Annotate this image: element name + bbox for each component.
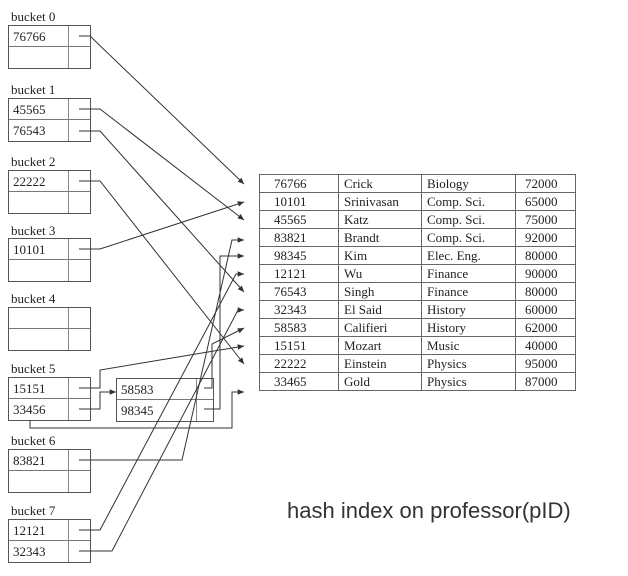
record-salary: 87000 bbox=[515, 372, 576, 391]
record-dept: Finance bbox=[421, 264, 516, 283]
record-name: Mozart bbox=[338, 336, 422, 355]
pointer-22222 bbox=[79, 180, 245, 365]
pointer-76543 bbox=[79, 130, 245, 293]
record-dept: Comp. Sci. bbox=[421, 228, 516, 247]
record-id: 32343 bbox=[259, 300, 339, 319]
pointer-83821 bbox=[79, 237, 244, 461]
bucket-1: 45565 76543 bbox=[8, 98, 91, 142]
bucket-label-6: bucket 6 bbox=[11, 433, 56, 448]
pointer-33465 bbox=[29, 389, 244, 429]
pointer-15151 bbox=[79, 344, 245, 389]
record-id: 76543 bbox=[259, 282, 339, 301]
overflow-bucket: 58583 98345 bbox=[116, 378, 214, 422]
record-dept: Elec. Eng. bbox=[421, 246, 516, 265]
bucket-entry bbox=[9, 47, 90, 68]
pointer-58583 bbox=[204, 327, 245, 389]
bucket-5: 15151 33456 bbox=[8, 377, 91, 421]
record-dept: Physics bbox=[421, 372, 516, 391]
record-salary: 75000 bbox=[515, 210, 576, 229]
record-name: Califieri bbox=[338, 318, 422, 337]
bucket-label-5: bucket 5 bbox=[11, 361, 56, 376]
bucket-entry: 12121 bbox=[9, 520, 90, 541]
record-salary: 65000 bbox=[515, 192, 576, 211]
pointer-45565 bbox=[79, 108, 245, 221]
record-dept: Biology bbox=[421, 174, 516, 193]
bucket-entry: 33456 bbox=[9, 399, 90, 420]
bucket-3: 10101 bbox=[8, 238, 91, 282]
bucket-entry: 45565 bbox=[9, 99, 90, 120]
bucket-entry: 15151 bbox=[9, 378, 90, 399]
bucket-entry: 10101 bbox=[9, 239, 90, 260]
record-id: 10101 bbox=[259, 192, 339, 211]
record-dept: Comp. Sci. bbox=[421, 192, 516, 211]
bucket-6: 83821 bbox=[8, 449, 91, 493]
bucket-entry: 76766 bbox=[9, 26, 90, 47]
bucket-label-0: bucket 0 bbox=[11, 9, 56, 24]
bucket-entry bbox=[9, 192, 90, 213]
bucket-entry: 32343 bbox=[9, 541, 90, 562]
bucket-entry: 98345 bbox=[117, 400, 213, 421]
record-dept: Comp. Sci. bbox=[421, 210, 516, 229]
bucket-label-1: bucket 1 bbox=[11, 82, 56, 97]
bucket-entry bbox=[9, 471, 90, 492]
bucket-entry bbox=[9, 260, 90, 281]
record-id: 98345 bbox=[259, 246, 339, 265]
bucket-label-4: bucket 4 bbox=[11, 291, 56, 306]
record-name: Srinivasan bbox=[338, 192, 422, 211]
bucket-entry bbox=[9, 308, 90, 329]
bucket-2: 22222 bbox=[8, 170, 91, 214]
record-salary: 40000 bbox=[515, 336, 576, 355]
record-salary: 92000 bbox=[515, 228, 576, 247]
record-dept: Physics bbox=[421, 354, 516, 373]
pointer-98345 bbox=[204, 253, 244, 410]
bucket-entry: 76543 bbox=[9, 120, 90, 141]
bucket-label-7: bucket 7 bbox=[11, 503, 56, 518]
record-dept: Finance bbox=[421, 282, 516, 301]
pointer-33456 bbox=[79, 389, 116, 410]
pointer-12121 bbox=[79, 271, 244, 531]
pointer-76766 bbox=[79, 35, 245, 185]
record-salary: 62000 bbox=[515, 318, 576, 337]
record-name: Brandt bbox=[338, 228, 422, 247]
bucket-label-2: bucket 2 bbox=[11, 154, 56, 169]
bucket-4 bbox=[8, 307, 91, 351]
pointer-10101 bbox=[79, 201, 245, 250]
record-salary: 60000 bbox=[515, 300, 576, 319]
bucket-entry: 83821 bbox=[9, 450, 90, 471]
bucket-0: 76766 bbox=[8, 25, 91, 69]
bucket-entry bbox=[9, 329, 90, 350]
record-name: Gold bbox=[338, 372, 422, 391]
record-id: 33465 bbox=[259, 372, 339, 391]
bucket-7: 12121 32343 bbox=[8, 519, 91, 563]
bucket-label-3: bucket 3 bbox=[11, 223, 56, 238]
pointer-32343 bbox=[79, 307, 244, 552]
diagram-caption: hash index on professor(pID) bbox=[287, 498, 571, 523]
bucket-entry: 22222 bbox=[9, 171, 90, 192]
record-name: El Said bbox=[338, 300, 422, 319]
